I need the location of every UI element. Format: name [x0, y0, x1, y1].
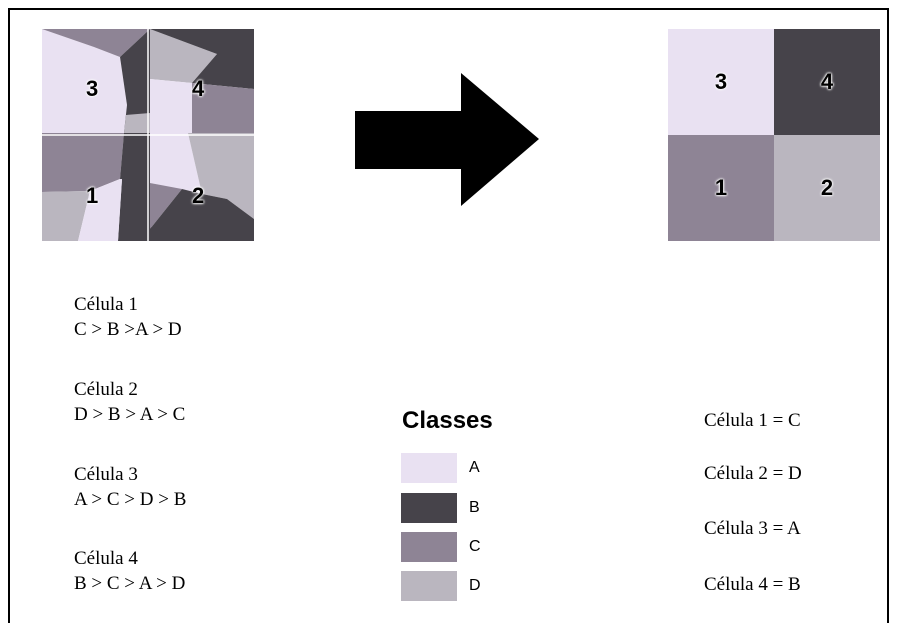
polygon-b-topcenter: [120, 29, 150, 133]
legend-label: C: [469, 538, 481, 555]
classified-cell-1: 1: [668, 135, 774, 241]
polygon-a-topleft: [42, 29, 127, 133]
legend-swatch-c: [401, 532, 457, 562]
classified-cell-label: 3: [714, 69, 728, 94]
rule-cell-order: D > B > A > C: [74, 404, 186, 425]
right-arrow-icon: [353, 73, 539, 206]
mixed-class-grid: 3 4 1 2: [42, 29, 254, 241]
legend-item-a: A: [401, 452, 480, 484]
rule-cell-name: Célula 4: [74, 548, 138, 569]
legend-swatch-a: [401, 453, 457, 483]
classified-cell-2: 2: [774, 135, 880, 241]
rule-cell-2: Célula 2 D > B > A > C: [74, 377, 185, 427]
polygon-d-bottomleft: [42, 191, 90, 241]
result-cell-4: Célula 4 = B: [704, 574, 801, 595]
classified-cell-3: 3: [668, 29, 774, 135]
classified-cell-label: 2: [820, 175, 834, 200]
polygon-a-center: [150, 79, 192, 133]
polygon-d-topmid: [150, 29, 217, 83]
polygon-c-right: [192, 83, 254, 133]
rule-cell-order: B > C > A > D: [74, 573, 186, 594]
rule-cell-order: C > B >A > D: [74, 319, 182, 340]
rule-cell-name: Célula 1: [74, 294, 138, 315]
rule-cell-name: Célula 2: [74, 379, 138, 400]
mixed-cell-label-1: 1: [86, 183, 99, 208]
polygon-b-bottomright: [150, 189, 254, 241]
legend-item-d: D: [401, 570, 481, 602]
mixed-cell-label-3: 3: [86, 76, 99, 101]
legend-title: Classes: [402, 407, 493, 434]
legend-label: A: [469, 459, 480, 476]
polygon-d-small: [124, 113, 150, 133]
polygon-b-stripe: [118, 133, 150, 241]
legend-label: B: [469, 499, 480, 516]
rule-cell-1: Célula 1 C > B >A > D: [74, 292, 182, 342]
legend-item-c: C: [401, 531, 481, 563]
result-cell-1: Célula 1 = C: [704, 410, 801, 431]
legend-item-b: B: [401, 492, 480, 524]
classified-cell-label: 4: [820, 69, 834, 94]
rule-cell-name: Célula 3: [74, 464, 138, 485]
legend-label: D: [469, 577, 481, 594]
legend-swatch-b: [401, 493, 457, 523]
result-cell-2: Célula 2 = D: [704, 463, 802, 484]
classified-cell-label: 1: [714, 175, 728, 200]
classified-cell-4: 4: [774, 29, 880, 135]
rule-cell-order: A > C > D > B: [74, 489, 187, 510]
polygon-c-left: [42, 133, 124, 192]
legend-swatch-d: [401, 571, 457, 601]
mixed-cell-label-2: 2: [192, 183, 205, 208]
result-cell-3: Célula 3 = A: [704, 518, 801, 539]
polygon-d-right: [188, 133, 254, 219]
classified-grid: 3 4 1 2: [668, 29, 880, 241]
rule-cell-4: Célula 4 B > C > A > D: [74, 546, 185, 596]
figure-frame: [8, 8, 889, 623]
polygon-a-bottomcenter: [150, 133, 202, 194]
polygon-c-top: [42, 29, 150, 57]
polygon-c-bottom: [150, 183, 182, 229]
polygon-a-bottomleft: [78, 179, 122, 241]
rule-cell-3: Célula 3 A > C > D > B: [74, 462, 186, 512]
mixed-polygons: [42, 29, 254, 241]
mixed-cell-label-4: 4: [192, 76, 205, 101]
polygon-b-topright: [150, 29, 254, 89]
